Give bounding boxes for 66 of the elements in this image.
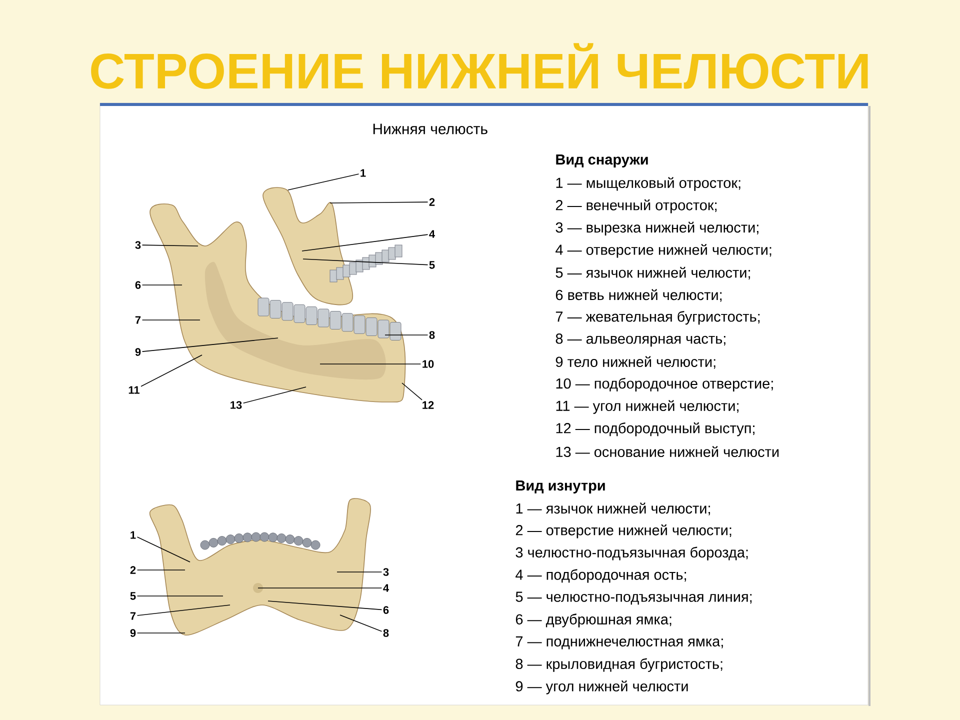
legend-text: 8 — альвеолярная часть; (556, 334, 726, 347)
legend-text: 10 — подбородочное отверстие; (556, 378, 773, 392)
callout-number: 4 (429, 230, 435, 238)
legend-text: 5 — язычок нижней челюсти; (556, 266, 750, 280)
title: СТРОЕНИЕ НИЖНЕЙ ЧЕЛЮСТИ (91, 43, 868, 89)
leader-line (142, 338, 278, 352)
legend-text: 13 — основание нижней челюсти (556, 446, 779, 458)
legend-text: 1 — мыщелковый отросток; (556, 177, 740, 191)
callout-number: 2 (130, 566, 136, 574)
callout-number: 6 (135, 281, 141, 289)
leader-line (330, 202, 428, 204)
callout-number: 6 (383, 606, 389, 614)
heading: Вид изнутри (516, 480, 605, 494)
legend-text: 4 — подбородочная ость; (516, 569, 686, 583)
leader-line (340, 614, 382, 632)
leader-line (268, 600, 382, 610)
callout-number: 5 (429, 261, 435, 269)
leader-line (242, 386, 306, 404)
mandible-drawing (150, 187, 406, 402)
legend-text: 7 — поднижнечелюстная ямка; (516, 636, 723, 650)
callout-number: 7 (130, 612, 136, 620)
callout-number: 3 (383, 568, 389, 576)
leader-line (288, 174, 360, 190)
legend-text: 9 — угол нижней челюсти (516, 680, 688, 694)
leader-line (302, 258, 428, 266)
legend-text: 8 — крыловидная бугристость; (516, 658, 722, 672)
callout-number: 1 (360, 169, 366, 177)
callout-number: 8 (429, 331, 435, 339)
callout-number: 5 (130, 592, 136, 600)
callout-number: 2 (429, 198, 435, 206)
callout-number: 11 (128, 386, 140, 394)
legend-text: 7 — жевательная бугристость; (556, 310, 760, 325)
callout-number: 3 (135, 241, 141, 249)
leader-line (142, 244, 198, 246)
legend-text: 12 — подбородочный выступ; (556, 422, 754, 436)
legend-text: 2 — отверстие нижней челюсти; (516, 524, 732, 538)
leader-line (136, 536, 190, 562)
callout-number: 13 (230, 401, 242, 409)
leader-line (302, 234, 428, 252)
legend-text: 5 — челюстно-подъязычная линия; (516, 592, 752, 605)
legend-text: 2 — венечный отросток; (556, 199, 716, 214)
heading: Вид снаружи (556, 154, 648, 168)
legend-text: 11 — угол нижней челюсти; (556, 400, 738, 414)
callout-number: 12 (422, 401, 434, 409)
callout-number: 9 (135, 348, 141, 356)
callout-number: 4 (383, 584, 389, 592)
legend-text: 4 — отверстие нижней челюсти; (556, 244, 772, 258)
legend-text: 1 — язычок нижней челюсти; (516, 502, 710, 516)
leader-line (142, 284, 182, 286)
legend-text: 6 — двубрюшная ямка; (516, 614, 672, 628)
leader-line (384, 334, 428, 336)
legend-text: 3 челюстно-подъязычная борозда; (516, 546, 748, 560)
callout-number: 10 (422, 360, 434, 368)
leader-line (136, 604, 230, 616)
callout-number: 8 (383, 629, 389, 637)
callout-number: 9 (130, 629, 136, 637)
callout-number: 7 (135, 316, 141, 324)
leader-line (402, 382, 422, 400)
leader-line (136, 632, 186, 634)
callout-number: 1 (130, 531, 136, 539)
legend-text: 6 ветвь нижней челюсти; (556, 289, 722, 302)
mandible-drawing (149, 498, 371, 636)
legend-text: 3 — вырезка нижней челюсти; (556, 222, 758, 236)
leader-line (140, 354, 202, 387)
heading: Нижняя челюсть (373, 124, 488, 134)
legend-text: 9 тело нижней челюсти; (556, 356, 716, 369)
